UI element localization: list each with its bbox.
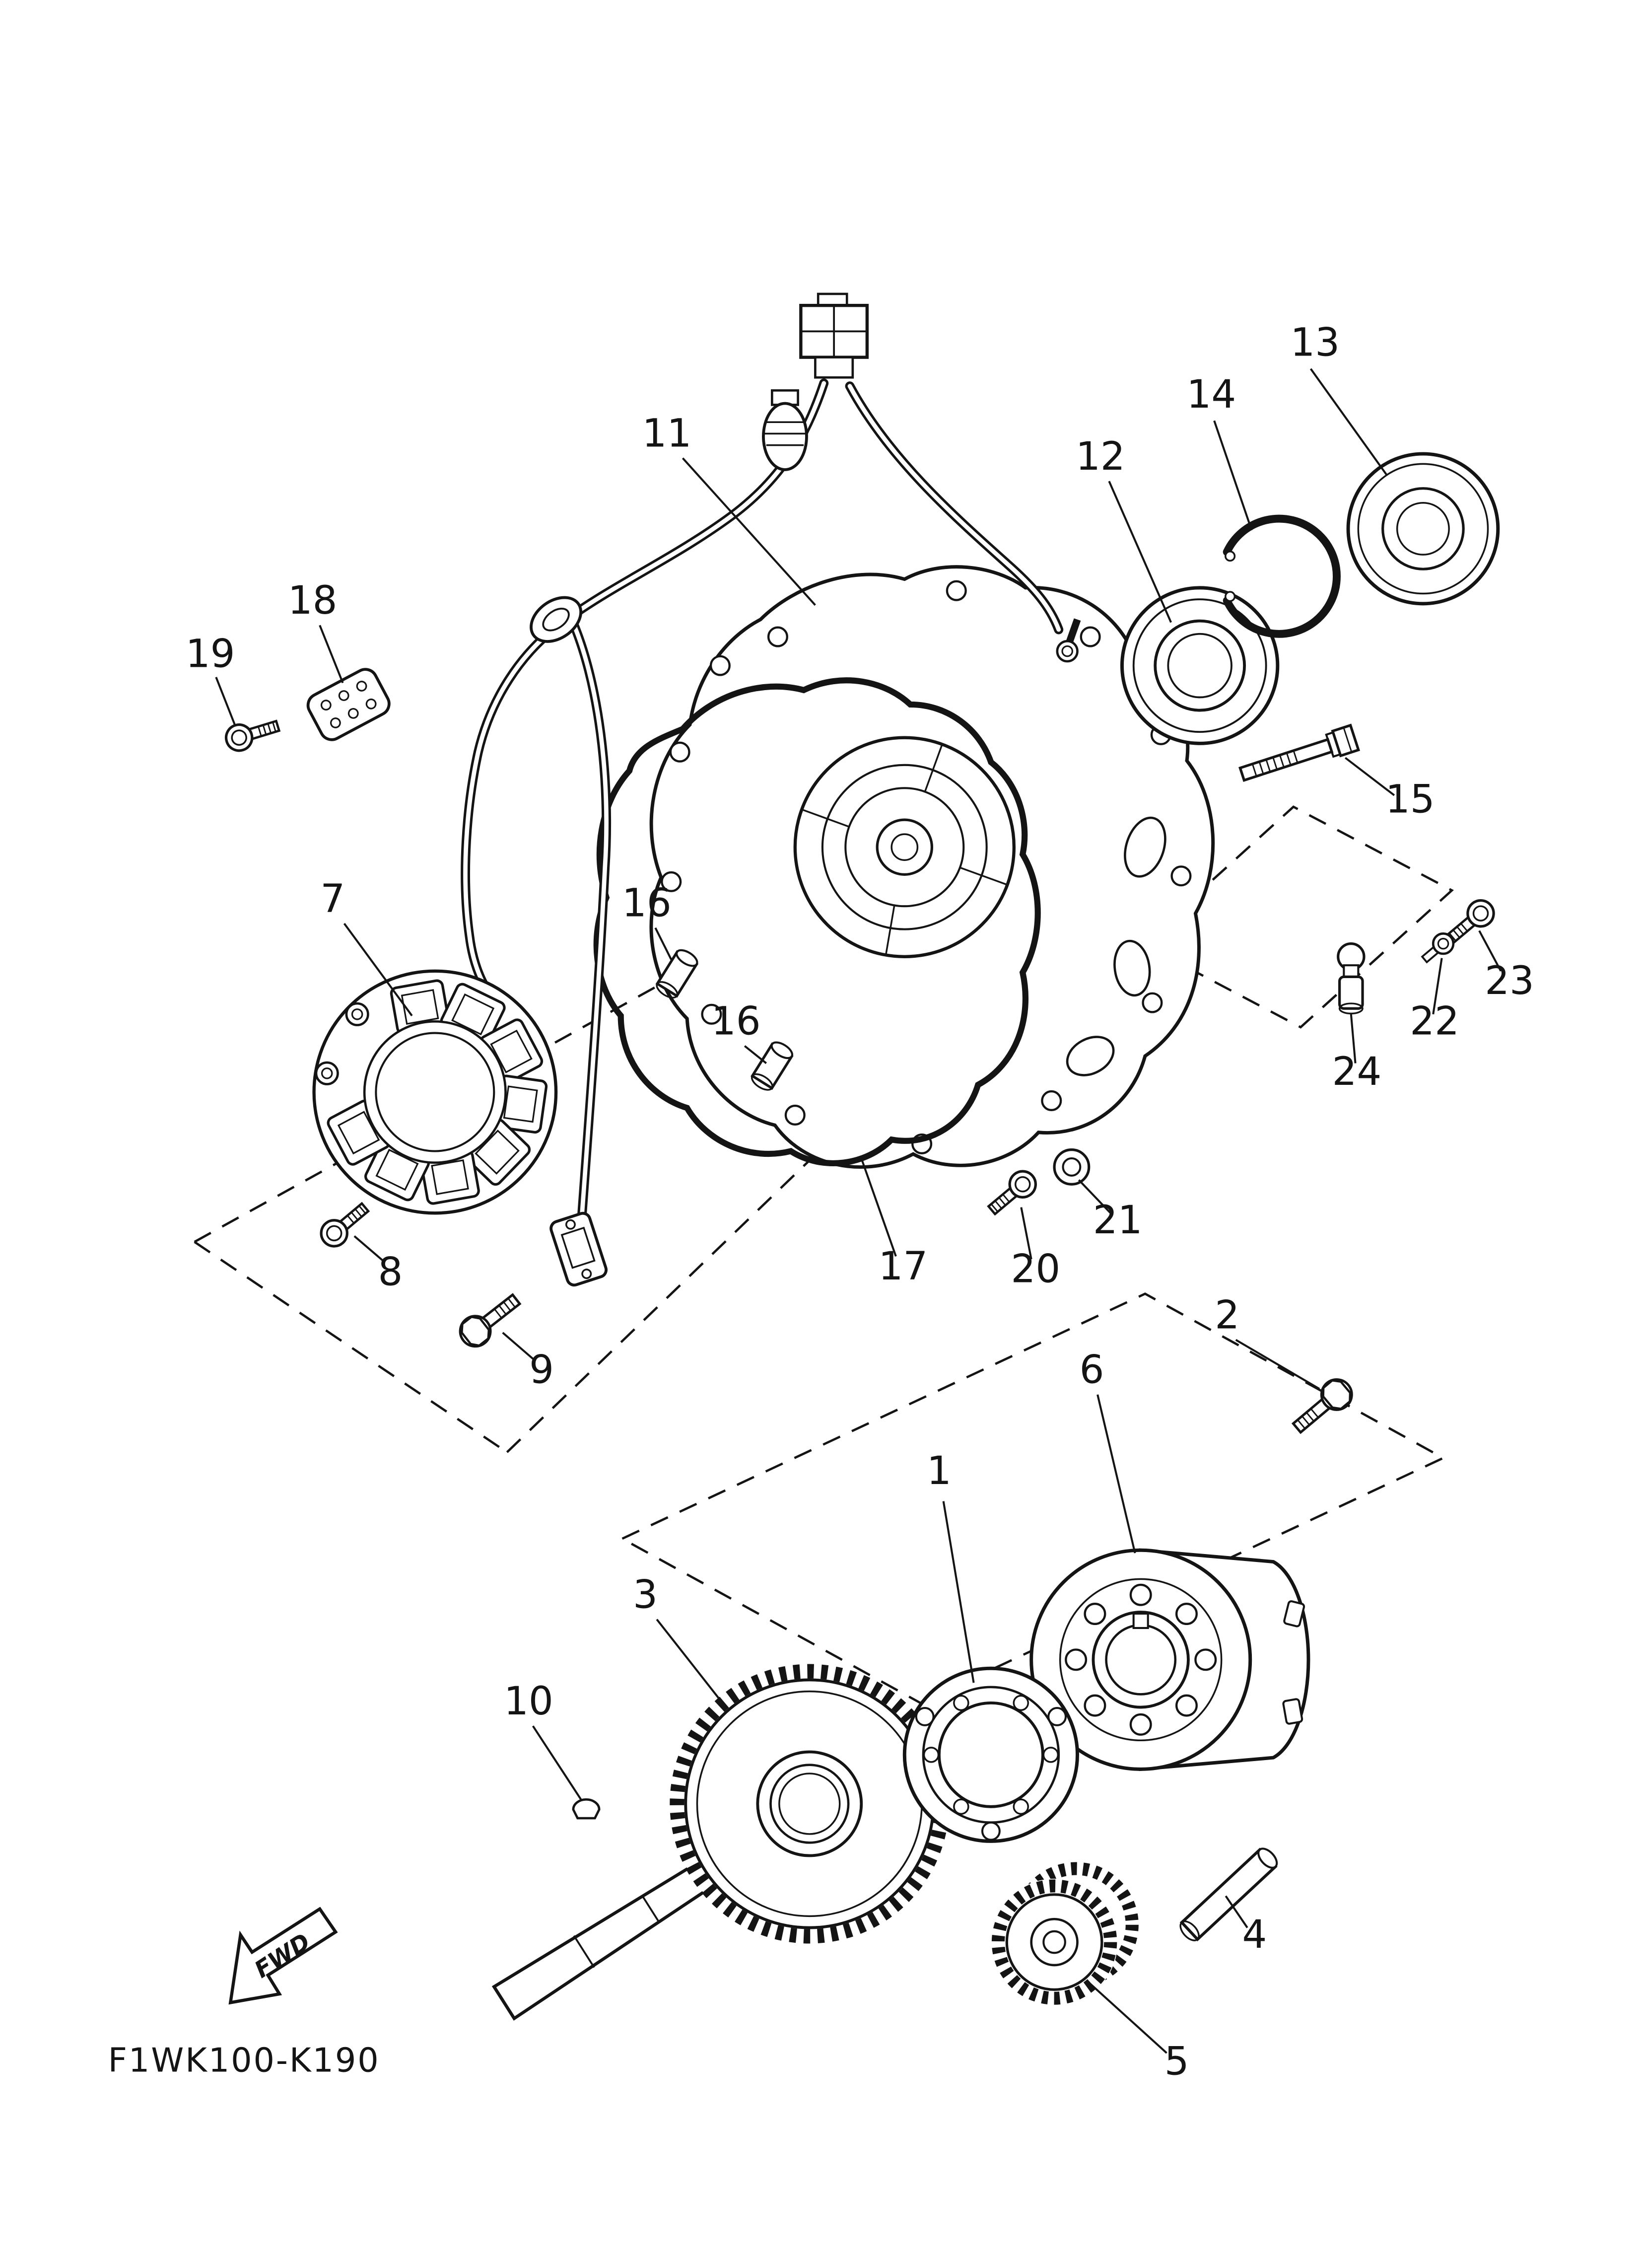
callout-14: 14 bbox=[1187, 372, 1236, 417]
callout-11: 11 bbox=[642, 411, 692, 456]
callout-4: 4 bbox=[1242, 1912, 1267, 1957]
construction-lines bbox=[194, 805, 1454, 1704]
screw-22 bbox=[1421, 932, 1455, 964]
oil-seal bbox=[1346, 452, 1500, 606]
fwd-arrow: FWD bbox=[228, 1907, 338, 2005]
callout-20: 20 bbox=[1011, 1247, 1061, 1292]
callout-5: 5 bbox=[1164, 2039, 1189, 2084]
starter-gear bbox=[670, 1664, 950, 1944]
cover-bolt-holes bbox=[661, 580, 1192, 1155]
crankcase-cover bbox=[649, 565, 1215, 1169]
bolt-8 bbox=[316, 1198, 373, 1252]
plunger-24 bbox=[1337, 942, 1366, 1015]
callout-2: 2 bbox=[1215, 1292, 1239, 1338]
callout-9: 9 bbox=[529, 1347, 554, 1393]
callout-23: 23 bbox=[1485, 958, 1534, 1003]
callout-13: 13 bbox=[1290, 320, 1340, 365]
callout-8: 8 bbox=[378, 1249, 403, 1294]
idler-gear bbox=[991, 1862, 1139, 2006]
bearing bbox=[1120, 586, 1280, 745]
stator-assembly bbox=[312, 969, 558, 1215]
shaft-pin bbox=[1179, 1847, 1278, 1942]
callout-16a: 16 bbox=[622, 881, 672, 926]
washer-21 bbox=[1053, 1148, 1091, 1186]
callout-1: 1 bbox=[927, 1448, 952, 1493]
callout-6: 6 bbox=[1080, 1347, 1104, 1393]
callout-21: 21 bbox=[1093, 1198, 1143, 1243]
rotor bbox=[1029, 1548, 1310, 1772]
callout-7: 7 bbox=[320, 876, 345, 921]
pickup-coil bbox=[549, 1211, 608, 1287]
callout-3: 3 bbox=[633, 1572, 658, 1617]
callout-18: 18 bbox=[288, 578, 338, 623]
callout-15: 15 bbox=[1385, 777, 1435, 822]
callout-22: 22 bbox=[1410, 998, 1459, 1044]
connector-block bbox=[799, 292, 869, 379]
bolt-15 bbox=[1238, 723, 1361, 782]
rotor-bolt-holes bbox=[1065, 1583, 1217, 1736]
callout-24: 24 bbox=[1332, 1049, 1382, 1094]
callout-12: 12 bbox=[1076, 434, 1125, 479]
callout-10: 10 bbox=[504, 1679, 553, 1724]
wire-harness bbox=[466, 292, 1059, 1287]
drawing-code: F1WK100-K190 bbox=[108, 2041, 380, 2080]
dowel-pin-16a bbox=[655, 949, 699, 999]
callout-labels: 1 2 3 4 5 6 7 8 9 10 11 12 13 14 15 16 1… bbox=[186, 320, 1534, 2084]
bolt-2 bbox=[1287, 1373, 1358, 1439]
starter-clutch bbox=[902, 1666, 1079, 1843]
callout-16b: 16 bbox=[711, 998, 761, 1044]
round-connector bbox=[762, 389, 808, 471]
bolt-20 bbox=[983, 1166, 1041, 1220]
leader-lines bbox=[215, 368, 1502, 2054]
wire-bracket bbox=[306, 668, 391, 741]
callout-19: 19 bbox=[186, 632, 235, 677]
woodruff-key bbox=[572, 1798, 601, 1820]
callout-17: 17 bbox=[879, 1244, 928, 1289]
grommet bbox=[530, 596, 583, 643]
circlip bbox=[1223, 514, 1341, 638]
